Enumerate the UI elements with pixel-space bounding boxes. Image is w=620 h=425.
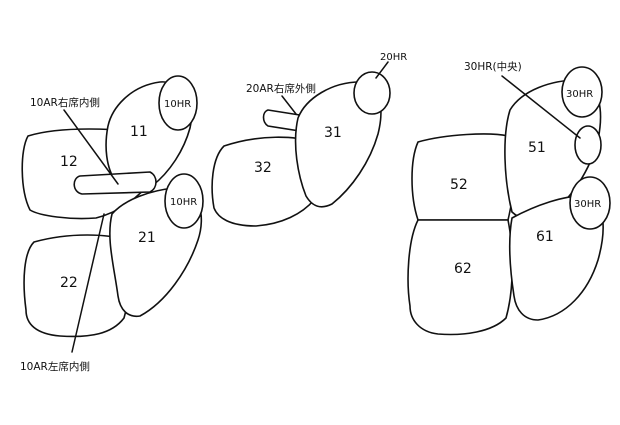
headrest-30hr-top bbox=[561, 66, 603, 118]
callout-20ar-right: 20AR右席外側 bbox=[246, 82, 316, 95]
seat-label-51: 51 bbox=[528, 140, 546, 156]
seat-label-32: 32 bbox=[254, 160, 272, 176]
seat-label-62: 62 bbox=[454, 261, 472, 277]
headrest-label-30hr-top: 30HR bbox=[566, 89, 593, 100]
seat-back-31 bbox=[294, 81, 382, 208]
row-1-seats bbox=[21, 75, 204, 353]
headrest-label-10hr-top: 10HR bbox=[164, 99, 191, 110]
headrest-label-20hr: 20HR bbox=[380, 52, 407, 63]
leader-30hr-center bbox=[501, 75, 581, 139]
callout-30hr-center: 30HR(中央) bbox=[464, 60, 522, 73]
row-3-seats bbox=[407, 66, 611, 336]
callout-labels: 10AR右席内側 10AR左席内側 20AR右席外側 30HR(中央) bbox=[20, 60, 522, 373]
armrest-10ar bbox=[73, 171, 157, 195]
seat-label-12: 12 bbox=[60, 154, 78, 170]
seat-label-52: 52 bbox=[450, 177, 468, 193]
seat-label-11: 11 bbox=[130, 124, 148, 140]
headrest-labels: 10HR 10HR 20HR 30HR 30HR bbox=[164, 52, 601, 210]
headrest-10hr-bottom bbox=[164, 173, 204, 229]
headrest-20hr bbox=[353, 71, 391, 115]
seat-label-61: 61 bbox=[536, 229, 554, 245]
seat-cushion-62 bbox=[407, 219, 514, 336]
headrest-30hr-center bbox=[574, 125, 602, 165]
headrest-label-10hr-bottom: 10HR bbox=[170, 197, 197, 208]
seat-label-22: 22 bbox=[60, 275, 78, 291]
headrest-label-30hr-bottom: 30HR bbox=[574, 199, 601, 210]
row-2-seats bbox=[211, 61, 391, 227]
headrest-10hr-top bbox=[158, 75, 198, 131]
seat-number-labels: 11 12 21 22 31 32 51 52 61 62 bbox=[60, 124, 554, 291]
leader-20ar bbox=[281, 95, 297, 115]
leader-10ar-left bbox=[71, 213, 105, 353]
callout-10ar-right: 10AR右席内側 bbox=[30, 96, 100, 109]
callout-10ar-left: 10AR左席内側 bbox=[20, 360, 90, 373]
seat-label-21: 21 bbox=[138, 230, 156, 246]
seat-label-31: 31 bbox=[324, 125, 342, 141]
leader-10ar-right bbox=[63, 109, 119, 185]
headrest-30hr-bottom bbox=[569, 176, 611, 230]
leader-20hr bbox=[375, 61, 389, 79]
